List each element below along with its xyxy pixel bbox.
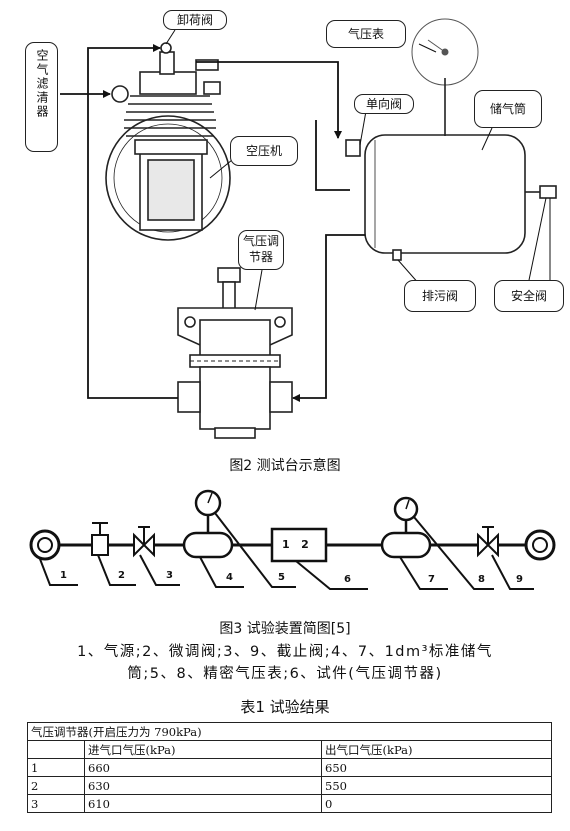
unloader-valve-label: 卸荷阀	[163, 10, 227, 30]
table-row: 2 630 550	[27, 776, 552, 795]
table1-title: 表1 试验结果	[240, 698, 330, 716]
figure3-diagram	[29, 489, 556, 590]
unloader-valve-text: 卸荷阀	[176, 13, 213, 27]
leader-lines	[39, 512, 534, 590]
part-number-1: 1	[60, 570, 67, 581]
column-header-inlet: 进气口气压(kPa)	[84, 740, 322, 759]
test-piece-6	[270, 527, 328, 563]
part-number-7: 7	[428, 574, 435, 585]
pressure-regulator-text: 气压调节器	[243, 234, 280, 264]
pressure-gauge-label: 气压表	[326, 20, 406, 48]
compressor-text: 空压机	[245, 144, 282, 158]
part-number-4: 4	[226, 572, 233, 583]
table-cell: 3	[27, 794, 85, 813]
pressure-regulator-label: 气压调节器	[238, 230, 284, 270]
air-source	[29, 529, 61, 561]
pipe-lines	[60, 29, 551, 402]
table-cell: 0	[321, 794, 552, 813]
figure3-legend-line1: 1、气源;2、微调阀;3、9、截止阀;4、7、1dm³标准储气	[77, 644, 493, 660]
compressor-label: 空压机	[230, 136, 298, 166]
air-tank-text: 储气筒	[489, 102, 526, 116]
table-header-span: 气压调节器(开启压力为 790kPa)	[27, 722, 552, 741]
precision-gauge-8	[393, 496, 419, 533]
column-header-index	[27, 740, 85, 759]
table-cell: 630	[84, 776, 322, 795]
air-tank	[345, 134, 557, 261]
figure2-caption: 图2 测试台示意图	[229, 458, 341, 474]
pressure-gauge	[411, 18, 479, 136]
table-header-span-row: 气压调节器(开启压力为 790kPa)	[27, 722, 552, 741]
outlet	[524, 529, 556, 561]
precision-gauge-5	[194, 489, 222, 533]
table-cell: 550	[321, 776, 552, 795]
part-number-2: 2	[118, 570, 125, 581]
pressure-regulator	[177, 267, 293, 439]
check-valve-text: 单向阀	[365, 97, 402, 111]
table-cell: 660	[84, 758, 322, 777]
part-number-3: 3	[166, 570, 173, 581]
standard-tank-7	[380, 531, 432, 559]
pressure-gauge-text: 气压表	[347, 27, 384, 41]
results-table: 气压调节器(开启压力为 790kPa) 进气口气压(kPa) 出气口气压(kPa…	[27, 722, 552, 813]
table-cell: 2	[27, 776, 85, 795]
table-cell: 610	[84, 794, 322, 813]
part-number-8: 8	[478, 574, 485, 585]
figure3-legend-line2: 筒;5、8、精密气压表;6、试件(气压调节器)	[127, 666, 443, 682]
stop-valve-3	[133, 526, 155, 558]
compressor	[105, 42, 231, 241]
fine-adjust-valve	[91, 522, 109, 556]
table-header-row: 进气口气压(kPa) 出气口气压(kPa)	[27, 740, 552, 759]
part-number-6: 6	[344, 574, 351, 585]
drain-valve-label: 排污阀	[404, 280, 476, 312]
column-header-outlet: 出气口气压(kPa)	[321, 740, 552, 759]
air-filter-text: 空气滤清器	[35, 49, 49, 119]
stop-valve-9	[477, 526, 499, 558]
air-tank-label: 储气筒	[474, 90, 542, 128]
table-cell: 650	[321, 758, 552, 777]
figure2-diagram	[60, 18, 557, 439]
check-valve-label: 单向阀	[354, 94, 414, 114]
table-row: 1 660 650	[27, 758, 552, 777]
test-piece-inner-label: 1 2	[282, 538, 309, 551]
figure3-caption-text: 图3 试验装置简图[5]	[219, 621, 351, 637]
table-cell: 1	[27, 758, 85, 777]
standard-tank-4	[182, 531, 234, 559]
figure3-caption: 图3 试验装置简图[5]	[0, 618, 570, 638]
safety-valve-text: 安全阀	[510, 289, 547, 303]
air-filter-label: 空气滤清器	[25, 42, 58, 152]
drain-valve-text: 排污阀	[421, 289, 458, 303]
part-number-9: 9	[516, 574, 523, 585]
part-number-5: 5	[278, 572, 285, 583]
table-row: 3 610 0	[27, 794, 552, 813]
safety-valve-label: 安全阀	[494, 280, 564, 312]
